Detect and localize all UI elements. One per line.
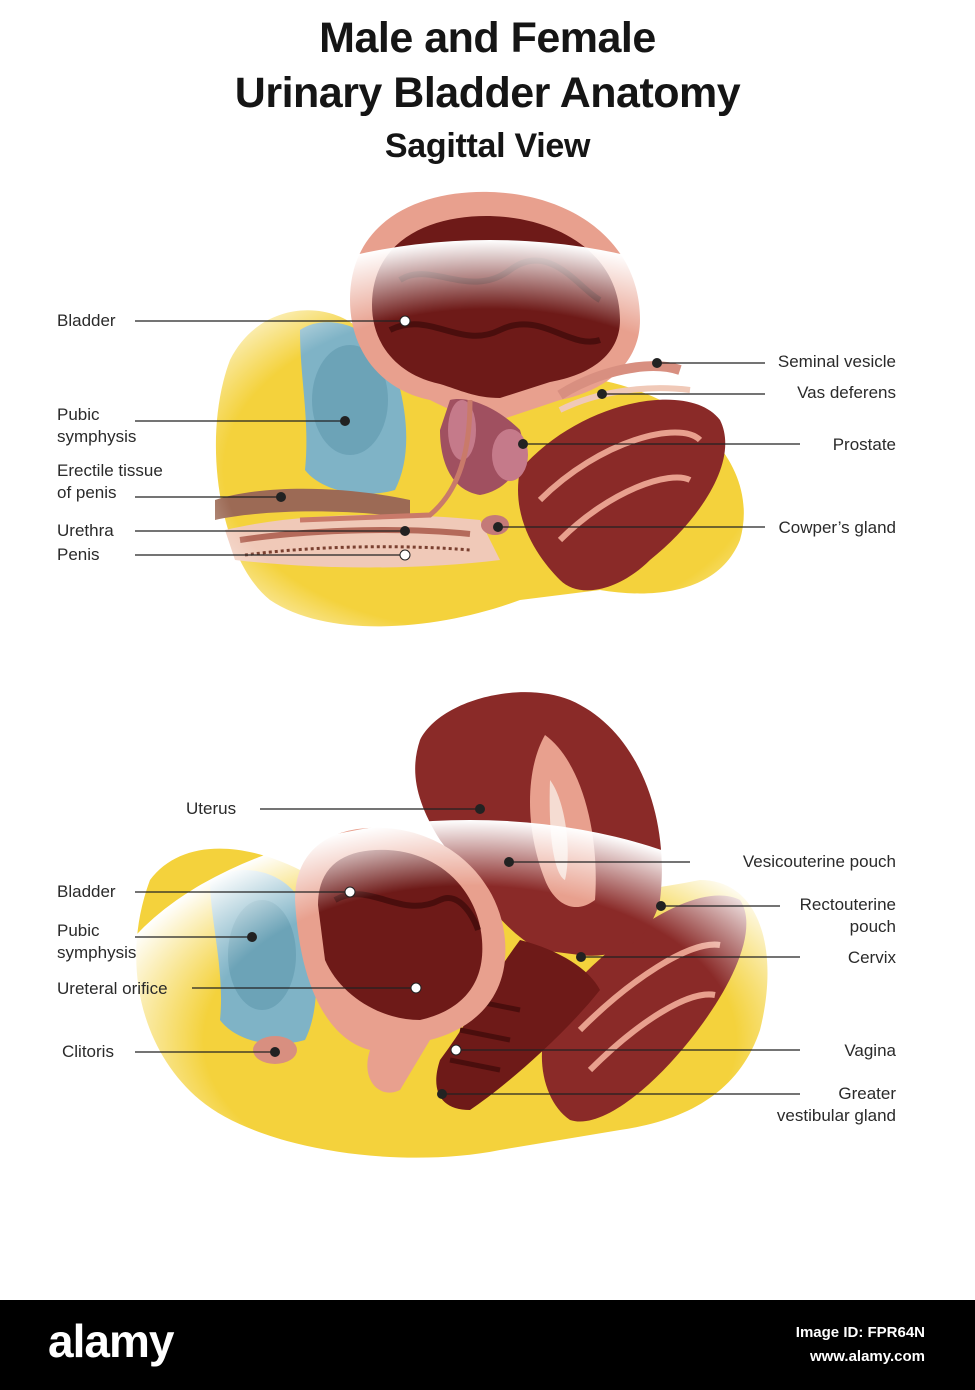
label-female-pubic-symphysis-line1: Pubic [57, 921, 100, 940]
label-male-erectile-tissue-line1: Erectile tissue [57, 461, 163, 480]
label-female-bladder: Bladder [57, 882, 116, 901]
label-clitoris: Clitoris [62, 1042, 114, 1061]
label-rectouterine-pouch: Rectouterine pouch [800, 894, 896, 938]
label-rectouterine-pouch-line1: Rectouterine [799, 895, 896, 914]
label-rectouterine-pouch-line2: pouch [849, 917, 896, 936]
label-female-pubic-symphysis: Pubic symphysis [57, 920, 136, 964]
label-greater-vestibular-gland: Greater vestibular gland [777, 1083, 896, 1127]
female-section-illustration [90, 692, 850, 1260]
male-leader-lines [135, 320, 800, 556]
label-cowpers-gland: Cowper’s gland [778, 518, 897, 537]
label-ureteral-orifice: Ureteral orifice [57, 979, 168, 998]
label-vagina: Vagina [844, 1041, 896, 1060]
female-leader-dots [247, 804, 666, 1099]
image-id-text: Image ID: FPR64N [795, 1324, 925, 1341]
alamy-logo[interactable]: alamy [48, 1315, 174, 1367]
label-cervix: Cervix [847, 948, 896, 967]
label-seminal-vesicle: Seminal vesicle [777, 352, 896, 371]
label-vas-deferens: Vas deferens [797, 383, 896, 402]
anatomy-illustration [90, 191, 870, 1260]
label-male-penis: Penis [57, 545, 100, 564]
label-vesicouterine-pouch: Vesicouterine pouch [742, 852, 896, 871]
female-leader-lines [135, 808, 800, 1095]
subtitle: Sagittal View [384, 127, 591, 165]
title-line-1: Male and Female [319, 14, 656, 62]
label-male-pubic-symphysis-line2: symphysis [57, 427, 137, 446]
label-greater-vestibular-gland-line1: Greater [838, 1084, 896, 1103]
male-section-illustration [110, 191, 870, 700]
label-male-erectile-tissue: Erectile tissue of penis [57, 460, 163, 504]
male-leader-dots [276, 315, 662, 561]
label-male-bladder: Bladder [57, 311, 116, 330]
label-female-pubic-symphysis-line2: symphysis [57, 943, 137, 962]
stock-footer-bar: alamy Image ID: FPR64N www.alamy.com [0, 1300, 975, 1390]
label-uterus: Uterus [186, 799, 237, 818]
title-line-2: Urinary Bladder Anatomy [234, 69, 741, 117]
label-male-erectile-tissue-line2: of penis [57, 483, 117, 502]
site-url-link[interactable]: www.alamy.com [809, 1348, 925, 1365]
label-prostate: Prostate [832, 435, 896, 454]
label-male-pubic-symphysis-line1: Pubic [57, 405, 100, 424]
label-greater-vestibular-gland-line2: vestibular gland [776, 1106, 896, 1125]
label-male-urethra: Urethra [57, 521, 114, 540]
label-male-pubic-symphysis: Pubic symphysis [57, 404, 136, 448]
